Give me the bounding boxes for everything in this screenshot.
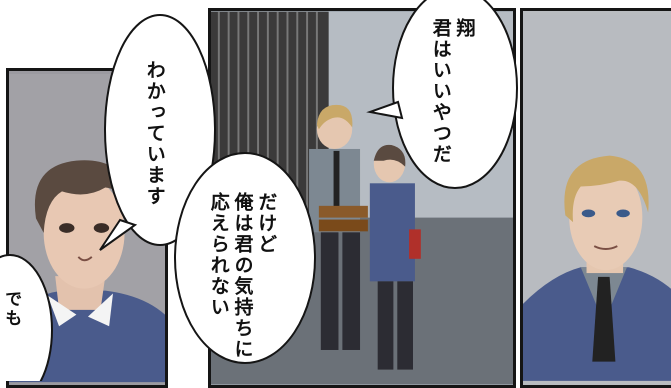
panel-right bbox=[520, 8, 671, 388]
speech-left: わかっています bbox=[143, 60, 166, 207]
character-blond-hair bbox=[523, 15, 671, 381]
speech-middle: だけど 俺は君の気持ちに 応えられない bbox=[207, 192, 278, 360]
speech-top: 翔 君はいいやつだ bbox=[429, 18, 476, 165]
speech-partial: でも bbox=[1, 290, 22, 328]
